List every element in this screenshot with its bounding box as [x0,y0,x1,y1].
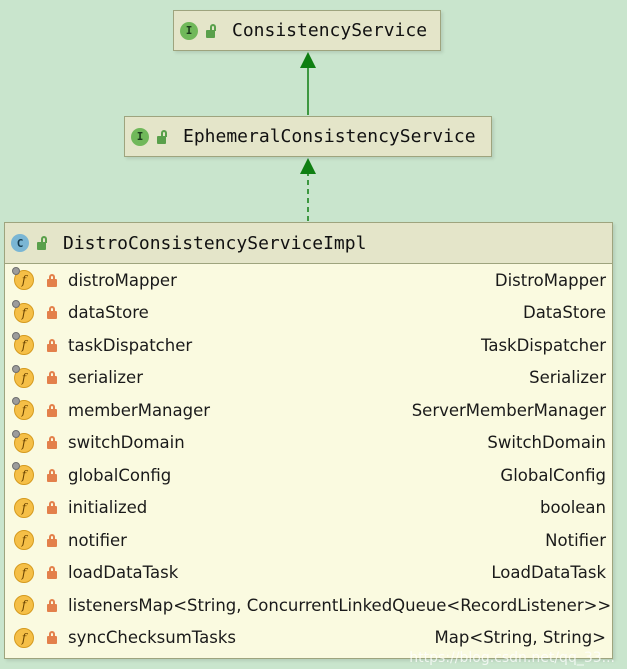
field-type: Notifier [545,530,606,550]
pin-icon [11,332,21,342]
field-icon: f [11,429,34,453]
open-lock-icon [35,236,49,250]
field-name: globalConfig [68,465,172,485]
pin-icon [11,299,21,310]
node-title: DistroConsistencyServiceImpl [63,232,367,254]
class-icon: C [11,234,29,252]
field-row[interactable]: f switchDomain SwitchDomain [5,427,612,460]
lock-icon [46,338,58,352]
field-icon: f [14,530,34,551]
pin-icon [11,267,21,277]
field-icon: f [14,595,34,616]
field-row[interactable]: f distroMapper DistroMapper [5,264,612,297]
field-name: serializer [68,368,143,388]
field-type: TaskDispatcher [480,335,606,355]
field-icon: f [11,364,34,388]
lock-icon [46,566,58,580]
lock-icon [46,631,58,645]
field-icon: f [14,497,34,518]
extends-arrowhead [300,52,316,68]
open-lock-icon [155,129,169,144]
field-type: Map<String, String> [434,628,606,648]
field-name: notifier [68,530,127,550]
distro-consistency-service-impl-node[interactable]: C DistroConsistencyServiceImpl f distroMa… [4,222,613,659]
lock-icon [46,306,58,320]
field-icon: f [11,462,34,486]
field-row[interactable]: f memberManager ServerMemberManager [5,394,612,427]
field-type: LoadDataTask [491,563,606,583]
interface-icon: I [180,21,198,40]
field-name: taskDispatcher [68,335,193,355]
field-row[interactable]: f serializer Serializer [5,362,612,395]
lock-icon [46,533,58,547]
ephemeral-consistency-service-node[interactable]: I EphemeralConsistencyService [124,116,492,157]
field-row[interactable]: f syncChecksumTasks Map<String, String> [5,622,612,655]
field-name: dataStore [68,303,149,323]
consistency-service-node[interactable]: I ConsistencyService [173,10,441,51]
field-row[interactable]: f initialized boolean [5,492,612,525]
field-name: distroMapper [68,270,177,290]
field-name: syncChecksumTasks [68,628,236,648]
node-title: ConsistencyService [232,20,428,41]
node-header: I ConsistencyService [174,11,440,50]
field-type: boolean [540,498,606,518]
field-type: DistroMapper [494,270,606,290]
pin-icon [11,364,21,375]
open-lock-icon [204,23,218,38]
field-row[interactable]: f dataStore DataStore [5,297,612,330]
field-type: DataStore [522,303,606,323]
lock-icon [46,273,58,287]
field-icon: f [11,267,34,291]
field-name: memberManager [68,400,211,420]
interface-icon: I [131,127,149,146]
field-name: listeners [68,595,139,615]
implements-arrowhead [300,158,316,174]
field-row[interactable]: f loadDataTask LoadDataTask [5,557,612,590]
field-icon: f [11,299,34,323]
watermark: https://blog.csdn.net/qq_33... [409,650,615,666]
field-icon: f [14,562,34,583]
field-type: Serializer [529,368,606,388]
pin-icon [11,397,21,407]
pin-icon [11,429,21,440]
field-icon: f [11,397,34,421]
field-name: switchDomain [68,433,185,453]
field-icon: f [11,332,34,356]
lock-icon [46,403,58,417]
field-name: initialized [68,498,148,518]
field-row[interactable]: f taskDispatcher TaskDispatcher [5,329,612,362]
lock-icon [46,501,58,515]
field-name: loadDataTask [68,563,179,583]
field-row[interactable]: f globalConfig GlobalConfig [5,459,612,492]
field-type: SwitchDomain [487,433,606,453]
lock-icon [46,371,58,385]
field-row[interactable]: f notifier Notifier [5,524,612,557]
node-title: EphemeralConsistencyService [183,126,476,147]
pin-icon [11,462,21,472]
node-header: C DistroConsistencyServiceImpl [5,223,612,264]
field-type: GlobalConfig [500,465,606,485]
field-list: f distroMapper DistroMapper f dataStore DataS… [5,264,612,654]
node-header: I EphemeralConsistencyService [125,117,491,156]
field-type: Map<String, ConcurrentLinkedQueue<Record… [138,595,612,615]
lock-icon [46,468,58,482]
field-icon: f [14,627,34,648]
lock-icon [46,436,58,450]
field-type: ServerMemberManager [411,400,606,420]
lock-icon [46,598,58,612]
